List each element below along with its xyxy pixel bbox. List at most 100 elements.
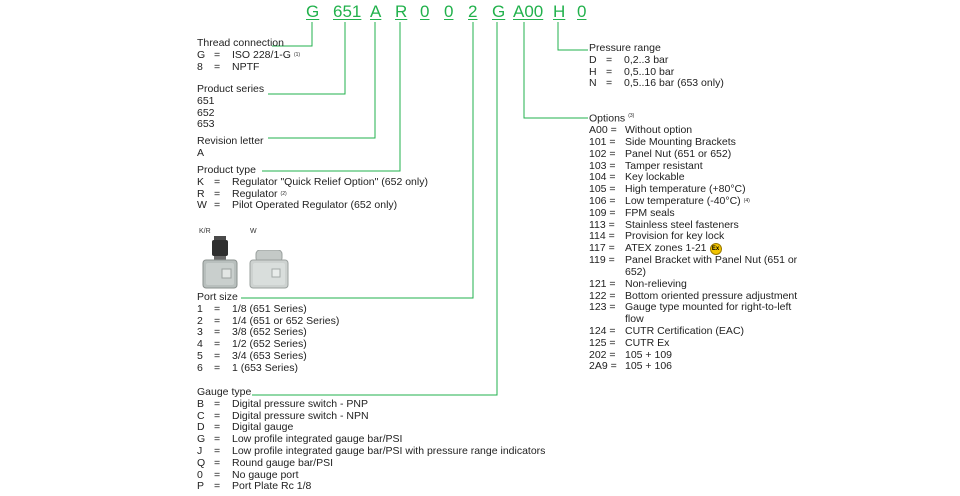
option-text: High temperature (+80°C) (625, 183, 746, 196)
port-text: 3/8 (652 Series) (232, 326, 307, 339)
code-char-gauge: G (492, 2, 506, 21)
gauge-text: Round gauge bar/PSI (232, 456, 333, 469)
option-code: 113 = (589, 218, 615, 231)
pressure-text: 0,2..3 bar (624, 53, 669, 66)
port-text: 1/4 (651 or 652 Series) (232, 314, 340, 327)
option-row: 105 =High temperature (+80°C) (589, 183, 797, 196)
thread-connection-block: Thread connection G = ISO 228/1-G (1) 8 … (197, 37, 300, 74)
option-row: 124 = CUTR Certification (EAC) (589, 325, 797, 338)
revision-letter-block: Revision letter A (197, 135, 264, 160)
code-char-port-2: 0 (444, 2, 454, 21)
atex-ex-icon: Ex (709, 243, 722, 256)
regulator-kr-image (202, 236, 238, 289)
pressure-eq: = (606, 53, 613, 66)
product-type-row: W = Pilot Operated Regulator (652 only) (197, 200, 428, 212)
port-size-block: Port size 1=1/8 (651 Series) 2=1/4 (651 … (197, 291, 340, 375)
port-text: 1/8 (651 Series) (232, 302, 307, 315)
gauge-key: Q (197, 456, 206, 469)
option-row: 101 =Side Mounting Brackets (589, 136, 797, 149)
pressure-text: 0,5..16 bar (653 only) (624, 77, 724, 90)
connector-revision (268, 22, 376, 139)
port-key: 1 (197, 302, 203, 315)
option-code: 202 = (589, 348, 616, 361)
port-eq: = (214, 326, 221, 339)
code-char-product-type: R (395, 2, 408, 21)
pressure-row: N=0,5..16 bar (653 only) (589, 78, 724, 90)
product-type-eq: = (214, 199, 221, 212)
gauge-type-row: J=Low profile integrated gauge bar/PSI w… (197, 444, 545, 458)
revision-item: A (197, 146, 205, 159)
option-text: Non-relieving (625, 277, 687, 290)
option-text: CUTR Certification (EAC) (625, 325, 745, 338)
thread-text: NPTF (232, 60, 260, 73)
footnote-marker: (2) (280, 190, 287, 197)
gauge-type-row: G=Low profile integrated gauge bar/PSI (197, 433, 545, 446)
option-text: CUTR Ex (625, 336, 670, 349)
option-row: 123 =Gauge type mounted for right-to-lef… (589, 302, 797, 314)
option-row: A00 =Without option (589, 124, 797, 137)
gauge-eq: = (214, 421, 221, 434)
product-type-key: R (197, 187, 205, 200)
port-eq: = (214, 361, 221, 374)
gauge-type-block: Gauge type B=Digital pressure switch - P… (197, 386, 545, 493)
gauge-type-row: 0=No gauge port (197, 469, 545, 482)
gauge-eq: = (214, 409, 221, 422)
option-row-continuation: 652) (589, 266, 797, 279)
gauge-key: D (197, 421, 205, 434)
thread-key: 8 (197, 60, 203, 73)
option-text: Side Mounting Brackets (625, 136, 736, 149)
port-key: 6 (197, 361, 203, 374)
option-code: 124 = (589, 325, 616, 338)
option-code: 103 = (589, 159, 616, 172)
option-code: A00 = (589, 124, 617, 137)
option-text: 105 + 109 (625, 348, 673, 361)
gauge-key: P (197, 480, 205, 493)
thread-eq: = (214, 48, 221, 61)
product-type-text: Pilot Operated Regulator (652 only) (232, 199, 398, 212)
thread-key: G (197, 48, 206, 61)
option-row: 119 =Panel Bracket with Panel Nut (651 o… (589, 254, 797, 267)
product-type-text: Regulator (232, 187, 278, 200)
product-type-title: Product type (197, 164, 256, 176)
option-text: Tamper resistant (625, 159, 703, 172)
port-size-row: 5=3/4 (653 Series) (197, 349, 339, 363)
gauge-text: Port Plate Rc 1/8 (232, 480, 312, 493)
series-item: 653 (197, 118, 215, 131)
connector-series (268, 22, 346, 95)
gauge-type-row: Q=Round gauge bar/PSI (197, 456, 545, 470)
gauge-eq: = (214, 433, 221, 446)
option-code: 109 = (589, 206, 616, 219)
product-type-key: K (197, 175, 205, 188)
gauge-eq: = (214, 444, 221, 457)
option-row-continuation: flow (589, 313, 797, 326)
product-type-row: K = Regulator "Quick Relief Option" (652… (197, 175, 428, 189)
series-item: 651 (197, 94, 215, 107)
kr-image-label: K/R (199, 228, 211, 235)
product-type-key: W (197, 199, 207, 212)
option-row: 125 =CUTR Ex (589, 336, 797, 350)
gauge-type-title: Gauge type (197, 386, 252, 398)
pressure-eq: = (606, 65, 613, 78)
port-size-title: Port size (197, 291, 238, 303)
code-char-pressure: H (553, 2, 566, 21)
option-row: 104 =Key lockable (589, 172, 797, 184)
product-type-eq: = (214, 175, 221, 188)
code-char-thread: G (306, 2, 320, 21)
port-eq: = (214, 349, 221, 362)
series-item: 652 (197, 106, 215, 119)
thread-row: 8 = NPTF (197, 60, 300, 74)
port-size-row: 1=1/8 (651 Series) (197, 302, 339, 316)
gauge-eq: = (214, 480, 221, 493)
code-char-port-3: 2 (468, 2, 478, 21)
port-size-row: 2=1/4 (651 or 652 Series) (197, 314, 340, 328)
option-text: Panel Nut (651 or 652) (625, 147, 732, 160)
option-text: Stainless steel fasteners (625, 218, 739, 231)
product-series-block: Product series 651 652 653 (197, 83, 264, 131)
option-code: 123 = (589, 301, 616, 314)
port-key: 4 (197, 338, 203, 351)
port-text: 3/4 (653 Series) (232, 349, 307, 362)
option-code: 106 = (589, 195, 616, 208)
port-text: 1 (653 Series) (232, 361, 298, 374)
options-title: Options (589, 112, 626, 125)
option-code: 2A9 = (589, 360, 617, 373)
